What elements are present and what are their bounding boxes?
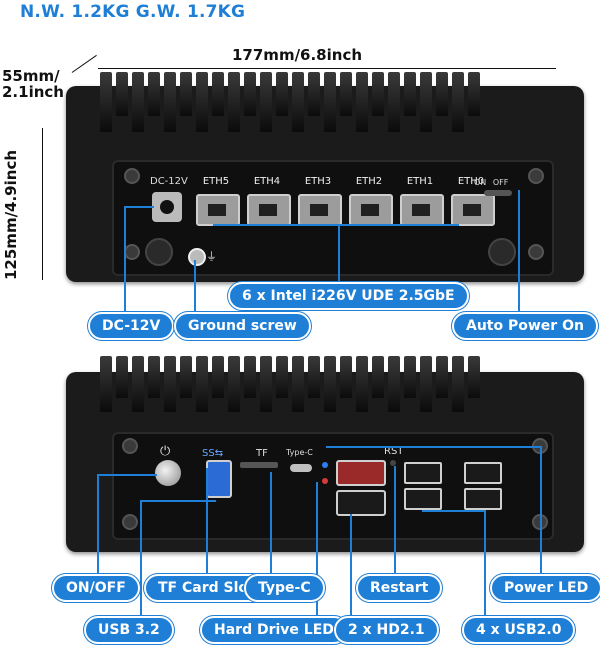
ground-screw	[188, 248, 206, 266]
restart-callout-line	[394, 466, 396, 574]
screw-bottom-right	[528, 244, 544, 260]
ground-callout: Ground screw	[174, 312, 311, 340]
hdmi-callout: 2 x HD2.1	[334, 616, 439, 644]
usb32-port[interactable]	[206, 460, 232, 498]
eth-labels: ETH5 ETH4 ETH3 ETH2 ETH1 ETH0	[194, 176, 493, 187]
height-dimension-line	[42, 128, 43, 280]
onoff-callout-line-h	[97, 474, 157, 476]
typec-port[interactable]	[290, 464, 312, 472]
rear-screw-bottom-left	[122, 514, 138, 530]
heatsink-fins-top	[100, 72, 480, 142]
dc-port-label: DC-12V	[150, 176, 188, 187]
dc-callout-line-h	[124, 206, 154, 208]
usb20-port-4[interactable]	[464, 488, 502, 510]
antenna-hole-left	[145, 238, 173, 266]
dc-jack[interactable]	[152, 192, 182, 222]
usb32-callout-line	[140, 500, 142, 616]
onoff-callout: ON/OFF	[52, 574, 140, 602]
usb20-callout-line-h	[422, 510, 486, 512]
tf-label: TF	[256, 448, 268, 459]
dc-jack-hole	[160, 200, 174, 214]
usb20-port-3[interactable]	[464, 462, 502, 484]
eth-callout: 6 x Intel i226V UDE 2.5GbE	[228, 282, 469, 310]
depth-label: 55mm/ 2.1inch	[2, 68, 64, 100]
weights-title: N.W. 1.2KG G.W. 1.7KG	[20, 2, 246, 22]
power-button[interactable]	[155, 460, 181, 486]
onoff-callout-line	[97, 474, 99, 574]
typec-callout-line	[270, 472, 272, 574]
restart-callout: Restart	[356, 574, 443, 602]
usb20-callout-line	[484, 510, 486, 616]
eth-callout-line-v	[338, 224, 340, 282]
eth3-port[interactable]	[298, 194, 342, 226]
screw-bottom-left	[124, 244, 140, 260]
eth-callout-line	[213, 224, 459, 226]
eth0-label: ETH0	[457, 176, 485, 187]
typec-label: Type-C	[286, 448, 313, 457]
eth4-label: ETH4	[253, 176, 281, 187]
hdd-led-callout: Hard Drive LED	[200, 616, 348, 644]
depth-label-line2: 2.1inch	[2, 83, 64, 101]
power-symbol-icon: ⏻	[160, 444, 171, 459]
usb20-port-1[interactable]	[404, 462, 442, 484]
usb20-callout: 4 x USB2.0	[462, 616, 576, 644]
eth1-port[interactable]	[400, 194, 444, 226]
heatsink-fins-bottom	[100, 356, 480, 426]
eth0-port[interactable]	[451, 194, 495, 226]
depth-dimension-line	[71, 54, 97, 73]
tf-card-slot[interactable]	[240, 462, 278, 468]
hdd-led-callout-line	[316, 482, 318, 616]
dc-callout: DC-12V	[88, 312, 175, 340]
screw-top-left	[124, 168, 140, 184]
auto-power-switch[interactable]	[484, 190, 512, 196]
auto-power-callout: Auto Power On	[452, 312, 598, 340]
rear-io-panel	[112, 432, 554, 540]
power-led	[322, 462, 328, 468]
eth5-label: ETH5	[202, 176, 230, 187]
auto-power-callout-line	[518, 190, 520, 312]
tf-callout-line	[206, 468, 208, 574]
eth3-label: ETH3	[304, 176, 332, 187]
hdmi-port-2[interactable]	[336, 490, 386, 516]
eth2-port[interactable]	[349, 194, 393, 226]
hdmi-port-1[interactable]	[336, 460, 386, 486]
eth2-label: ETH2	[355, 176, 383, 187]
power-switch-labels: ON OFF	[474, 178, 508, 187]
width-dimension-line	[98, 68, 556, 69]
power-led-callout-line-h	[326, 446, 542, 448]
ground-icon: ⏚	[206, 250, 217, 263]
eth5-port[interactable]	[196, 194, 240, 226]
depth-label-line1: 55mm/	[2, 67, 60, 85]
typec-callout: Type-C	[244, 574, 325, 602]
hdmi-callout-line	[350, 514, 352, 616]
eth1-label: ETH1	[406, 176, 434, 187]
height-label: 125mm/4.9inch	[2, 149, 20, 280]
rear-screw-top-left	[122, 438, 138, 454]
power-led-callout: Power LED	[490, 574, 600, 602]
dc-callout-line	[124, 206, 126, 314]
switch-on-label: ON	[474, 178, 487, 187]
usb32-callout: USB 3.2	[84, 616, 174, 644]
usb3-ss-icon: SS⇆	[202, 448, 224, 459]
eth4-port[interactable]	[247, 194, 291, 226]
rst-label: RST	[384, 446, 404, 457]
width-label: 177mm/6.8inch	[232, 46, 363, 64]
reset-pinhole[interactable]	[390, 460, 396, 466]
hdd-led	[322, 478, 328, 484]
eth-ports	[196, 194, 495, 226]
antenna-hole-right	[488, 238, 516, 266]
usb32-callout-line-h	[140, 500, 216, 502]
power-led-callout-line	[540, 446, 542, 574]
screw-top-right	[528, 168, 544, 184]
switch-off-label: OFF	[492, 178, 509, 187]
ground-callout-line	[194, 260, 196, 312]
usb20-port-2[interactable]	[404, 488, 442, 510]
